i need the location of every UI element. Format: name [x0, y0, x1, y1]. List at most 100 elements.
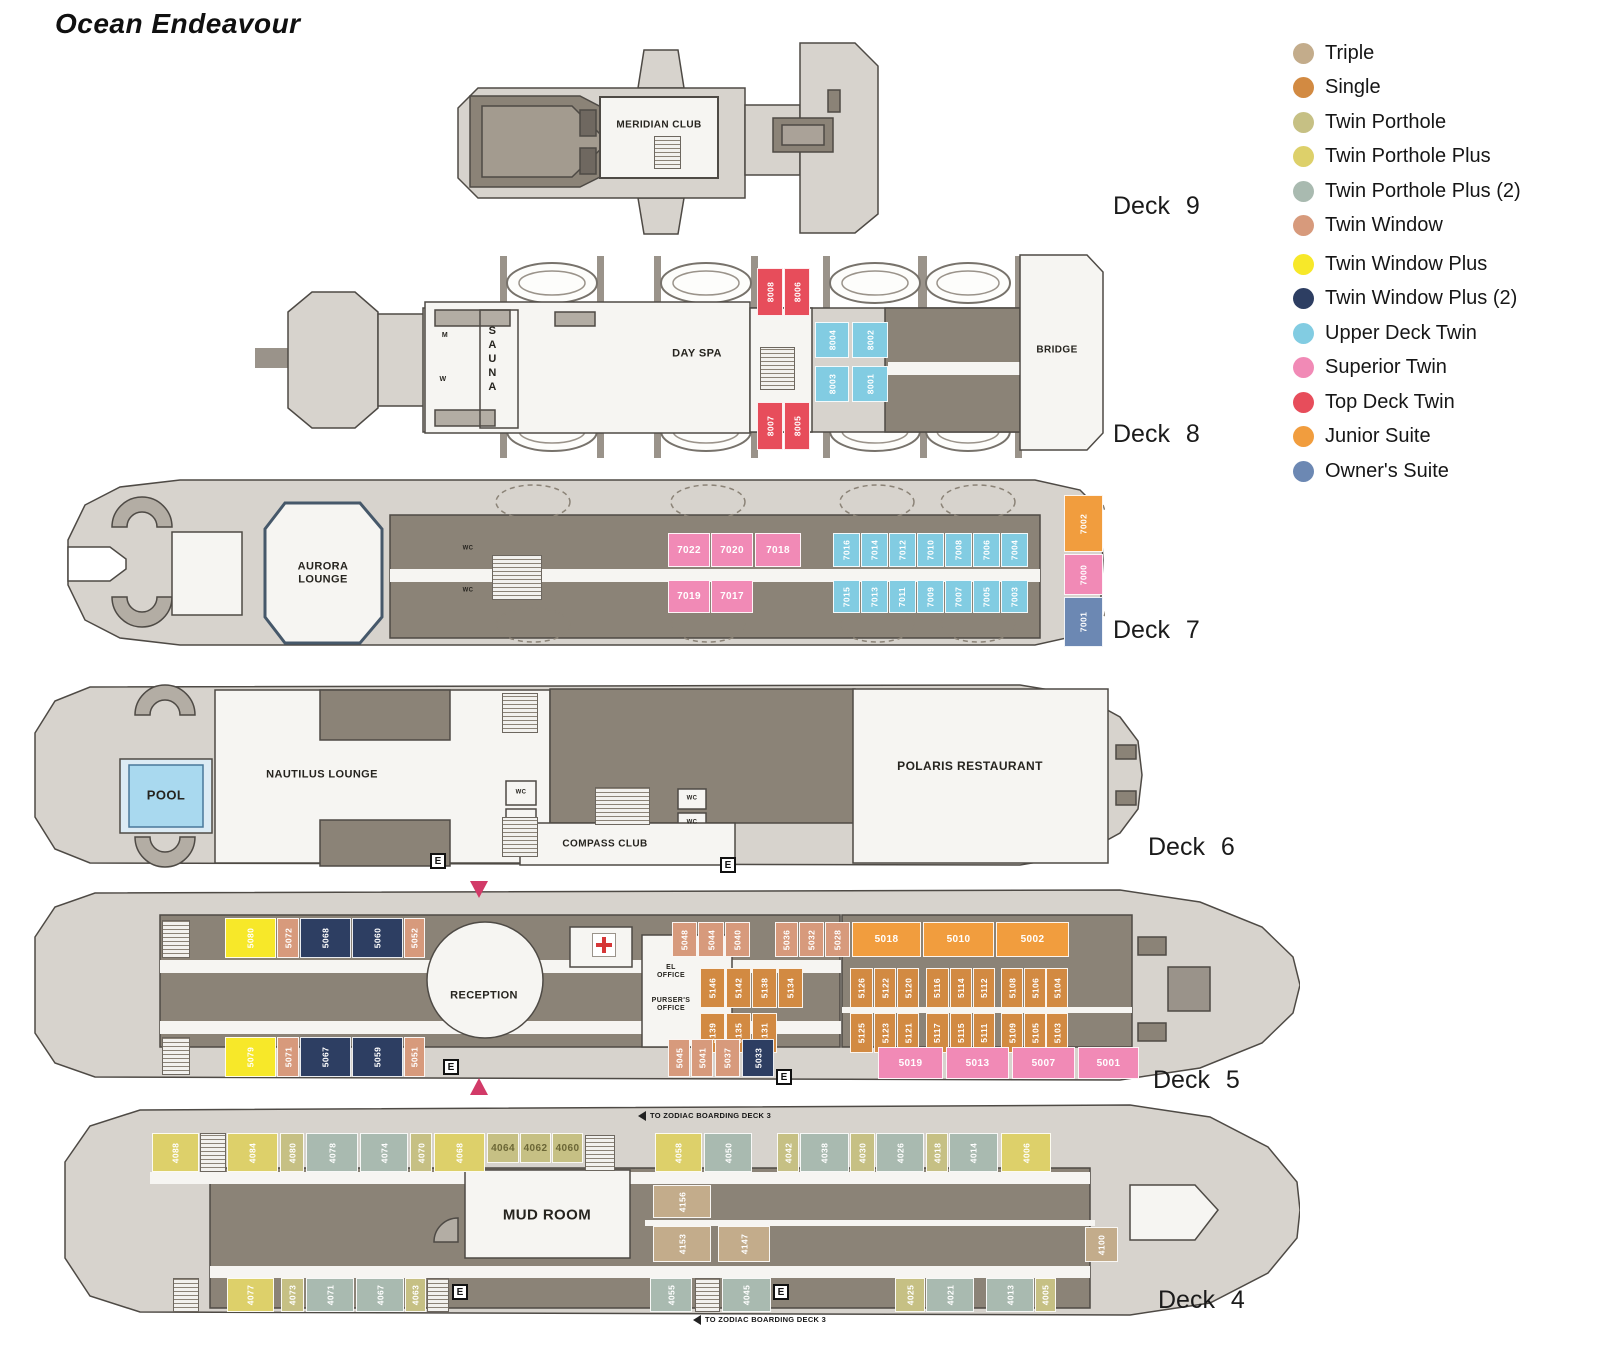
cabin-number: 4156 — [676, 1191, 687, 1212]
zodiac-boarding-note: TO ZODIAC BOARDING DECK 3 — [705, 1315, 827, 1324]
stairs-icon — [502, 817, 538, 857]
cabin-5126: 5126 — [850, 968, 873, 1008]
stairs-icon — [427, 1278, 449, 1312]
cabin-5106: 5106 — [1024, 968, 1046, 1008]
cabin-number: 4067 — [374, 1284, 385, 1306]
cabin-4005: 4005 — [1035, 1278, 1056, 1312]
cabin-number: 7005 — [981, 586, 992, 607]
legend-item: Twin Window Plus — [1293, 247, 1521, 282]
stairs-icon — [492, 555, 542, 600]
cabin-number: 4062 — [523, 1142, 548, 1154]
legend-color-dot-icon — [1293, 111, 1314, 133]
cabin-number: 5080 — [245, 927, 256, 949]
cabin-number: 5103 — [1052, 1022, 1063, 1044]
area-label: PURSER'S OFFICE — [651, 996, 691, 1012]
cabin-number: 5072 — [283, 927, 294, 949]
cabin-number: 5052 — [409, 927, 420, 949]
cabin-4153: 4153 — [653, 1226, 711, 1262]
deck-9-plan: MERIDIAN CLUB — [430, 30, 1130, 235]
area-label: BRIDGE — [1036, 344, 1078, 356]
cabin-number: 7014 — [869, 539, 880, 561]
cabin-7019: 7019 — [668, 580, 710, 613]
cabin-5019: 5019 — [878, 1047, 943, 1079]
cabin-number: 4026 — [894, 1142, 905, 1163]
cabin-4026: 4026 — [876, 1133, 924, 1172]
cabin-number: 8008 — [764, 281, 775, 303]
stairs-icon — [695, 1278, 720, 1312]
area-label: M — [441, 331, 449, 339]
legend-label: Single — [1325, 76, 1381, 99]
area-label: POOL — [146, 787, 186, 803]
note-arrow-icon — [693, 1315, 701, 1325]
area-label: WC — [462, 587, 474, 594]
legend-item: Single — [1293, 71, 1521, 106]
legend-color-dot-icon — [1293, 146, 1314, 168]
elevator-icon: E — [720, 857, 736, 873]
cabin-number: 7016 — [841, 539, 852, 561]
cabin-number: 5111 — [978, 1023, 989, 1043]
cabin-number: 7015 — [841, 586, 852, 607]
ship-title: Ocean Endeavour — [55, 8, 301, 39]
legend-label: Twin Porthole Plus (2) — [1325, 179, 1521, 202]
cabin-number: 4045 — [741, 1284, 752, 1306]
legend-item: Owner's Suite — [1293, 454, 1521, 489]
gangway-arrow-icon — [470, 1078, 488, 1095]
cabin-number: 4050 — [722, 1142, 733, 1163]
stairs-icon — [162, 1037, 190, 1075]
cabin-number: 7007 — [953, 586, 964, 607]
cabin-number: 8006 — [791, 281, 802, 303]
cabin-4058: 4058 — [655, 1133, 702, 1172]
cabin-number: 7022 — [677, 544, 701, 556]
cabin-5052: 5052 — [404, 918, 425, 958]
medical-cross-icon — [592, 933, 616, 957]
stairs-icon — [162, 920, 190, 958]
cabin-7001: 7001 — [1064, 597, 1103, 647]
cabin-7017: 7017 — [711, 580, 753, 613]
cabin-5010: 5010 — [923, 922, 994, 957]
legend-label: Top Deck Twin — [1325, 390, 1455, 413]
note-arrow-icon — [638, 1111, 646, 1121]
cabin-4045: 4045 — [722, 1278, 771, 1312]
legend-color-dot-icon — [1293, 215, 1314, 237]
cabin-5036: 5036 — [775, 922, 798, 957]
cabin-number: 4078 — [326, 1142, 337, 1163]
cabin-number: 8001 — [864, 373, 875, 395]
cabin-5114: 5114 — [950, 968, 972, 1008]
cabin-5002: 5002 — [996, 922, 1069, 957]
cabin-number: 5071 — [283, 1046, 294, 1068]
cabin-number: 7003 — [1009, 586, 1020, 607]
cabin-7002: 7002 — [1064, 495, 1103, 552]
cabin-5044: 5044 — [698, 922, 724, 957]
cabin-5120: 5120 — [897, 968, 919, 1008]
cabin-number: 8004 — [826, 329, 837, 351]
stairs-icon — [595, 787, 650, 825]
legend-color-dot-icon — [1293, 426, 1314, 448]
stairs-icon — [760, 347, 795, 390]
legend-label: Superior Twin — [1325, 356, 1447, 379]
cabin-number: 4025 — [904, 1284, 915, 1306]
cabin-4156: 4156 — [653, 1185, 711, 1218]
cabin-number: 5007 — [1031, 1057, 1056, 1069]
elevator-icon: E — [452, 1284, 468, 1300]
elevator-icon: E — [776, 1069, 792, 1085]
cabin-4073: 4073 — [281, 1278, 304, 1312]
legend-label: Twin Window Plus — [1325, 252, 1488, 275]
cabin-number: 7011 — [897, 586, 908, 607]
cabin-number: 5028 — [832, 929, 843, 950]
legend-label: Twin Window Plus (2) — [1325, 287, 1518, 310]
legend-label: Upper Deck Twin — [1325, 321, 1477, 344]
cabin-5013: 5013 — [946, 1047, 1009, 1079]
cabin-5033: 5033 — [742, 1039, 774, 1077]
cabin-number: 5044 — [705, 929, 716, 950]
cabin-4025: 4025 — [895, 1278, 925, 1312]
cabin-4078: 4078 — [306, 1133, 358, 1172]
cabin-5104: 5104 — [1046, 968, 1068, 1008]
cabin-7011: 7011 — [889, 580, 916, 613]
cabin-5071: 5071 — [277, 1037, 299, 1077]
cabin-8007: 8007 — [757, 402, 783, 450]
cabin-5079: 5079 — [225, 1037, 276, 1077]
area-label: EL OFFICE — [656, 963, 686, 979]
cabin-number: 7008 — [953, 539, 964, 561]
cabin-number: 4018 — [932, 1142, 943, 1163]
cabin-number: 4013 — [1004, 1284, 1015, 1306]
